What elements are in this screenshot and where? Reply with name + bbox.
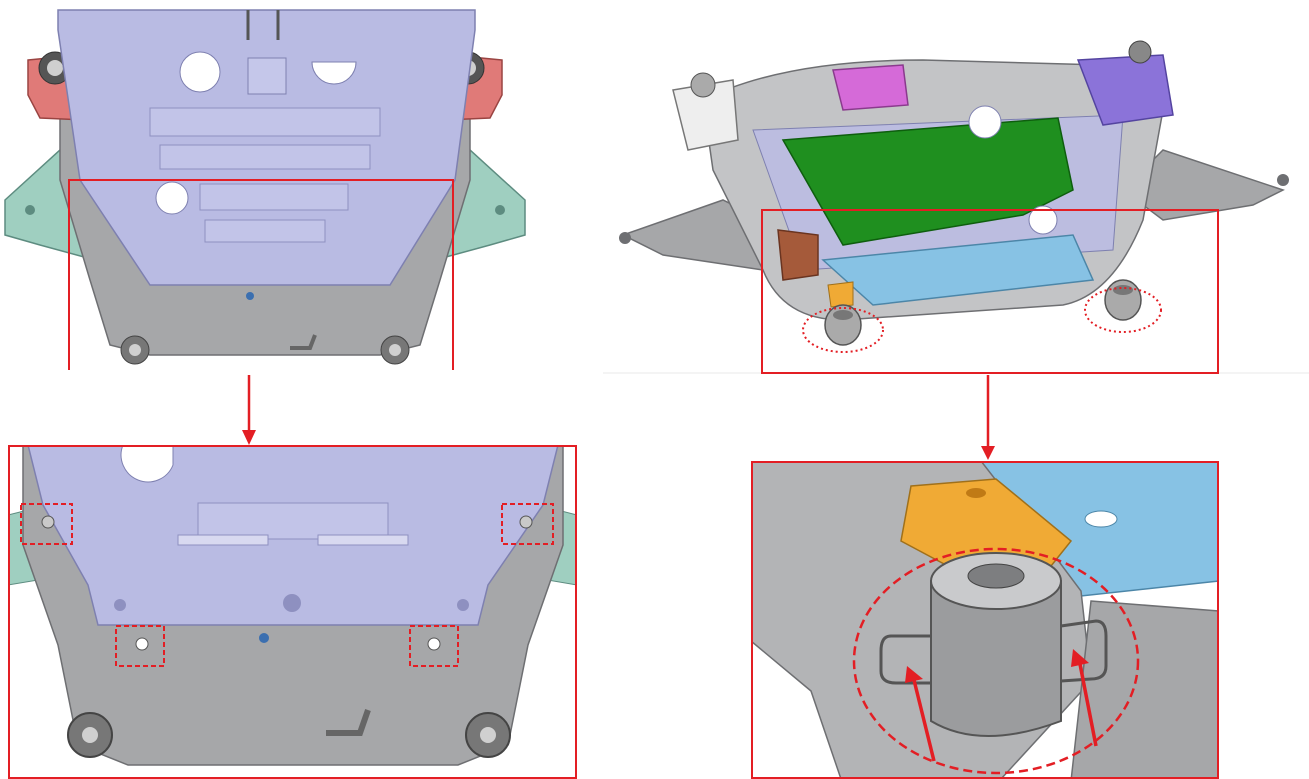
bushing-callout-ellipse	[852, 547, 1140, 775]
iso-magenta-mount	[832, 64, 909, 111]
left-rear-bushing-callout	[802, 307, 884, 353]
bushing-right-clip	[1060, 619, 1108, 683]
down-arrow-right-head	[981, 446, 995, 460]
right-rear-bushing-callout	[1084, 287, 1162, 333]
bushing-left-clip	[879, 634, 931, 685]
bushing-detail-border	[751, 461, 1219, 779]
left-front-bolt-callout	[20, 503, 73, 545]
subframe-bottom-detail	[8, 445, 577, 779]
rear-mount-bushing-detail	[751, 461, 1219, 779]
bushing-body	[930, 580, 1062, 737]
subframe-bottom-view	[0, 0, 530, 370]
isometric-callout-box	[761, 209, 1219, 374]
bottom-view-callout-box	[68, 179, 454, 370]
left-rear-bolt-callout	[115, 625, 165, 667]
bottom-detail-drawing	[8, 445, 577, 766]
right-clip-arrow	[1077, 658, 1098, 747]
iso-green-plate	[781, 117, 1074, 246]
isometric-drawing	[603, 40, 1309, 374]
right-front-bolt-callout	[501, 503, 554, 545]
iso-orange-bracket	[827, 281, 854, 308]
down-arrow-left-head	[242, 430, 256, 445]
right-rear-bolt-callout	[409, 625, 459, 667]
subframe-bottom-drawing	[4, 9, 526, 365]
iso-brown-bracket	[777, 229, 819, 281]
bottom-detail-border	[8, 445, 577, 779]
subframe-isometric-view	[603, 20, 1309, 375]
iso-blue-plate	[821, 234, 1095, 306]
bushing-detail-drawing	[751, 461, 1219, 779]
left-clip-arrow	[911, 675, 936, 762]
